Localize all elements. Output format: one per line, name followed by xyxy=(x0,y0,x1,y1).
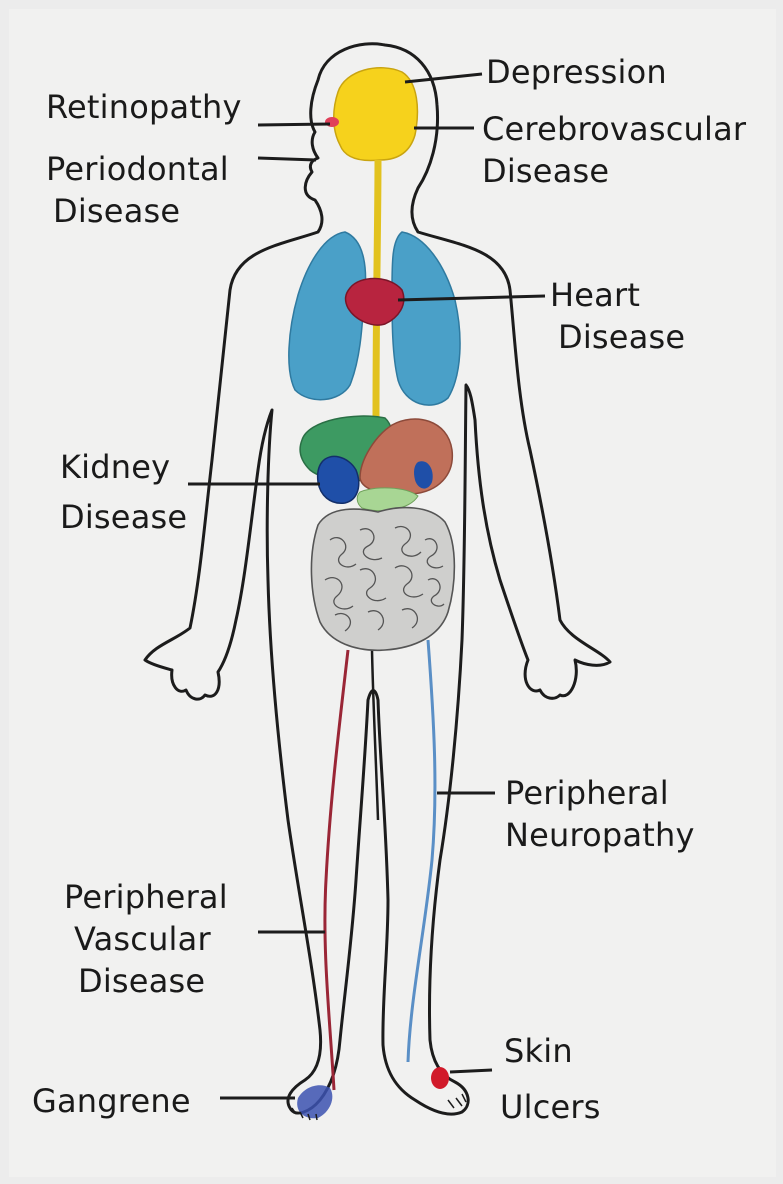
gangrene-area xyxy=(297,1085,332,1118)
label-depression: Depression xyxy=(486,51,667,93)
skin-ulcer xyxy=(431,1067,449,1089)
label-vascular: Peripheral Vascular Disease xyxy=(64,876,228,1002)
leg-separation xyxy=(372,650,378,820)
leader-depression xyxy=(405,74,482,82)
label-gangrene: Gangrene xyxy=(32,1080,191,1122)
label-retinopathy: Retinopathy xyxy=(46,86,242,128)
label-neuropathy: Peripheral Neuropathy xyxy=(505,772,695,856)
artery xyxy=(325,650,348,1090)
label-periodontal: Periodontal Disease xyxy=(46,148,229,232)
leader-retinopathy xyxy=(258,124,330,125)
label-heart: Heart Disease xyxy=(550,274,685,358)
right-lung xyxy=(392,232,460,405)
label-skin-ulcers: Skin Ulcers xyxy=(500,1030,601,1128)
brain xyxy=(334,68,418,161)
label-kidney: Kidney Disease xyxy=(60,446,187,538)
label-cerebrovascular: Cerebrovascular Disease xyxy=(482,108,746,192)
leader-periodontal xyxy=(258,158,316,160)
leader-skin-ulcers xyxy=(450,1070,492,1072)
